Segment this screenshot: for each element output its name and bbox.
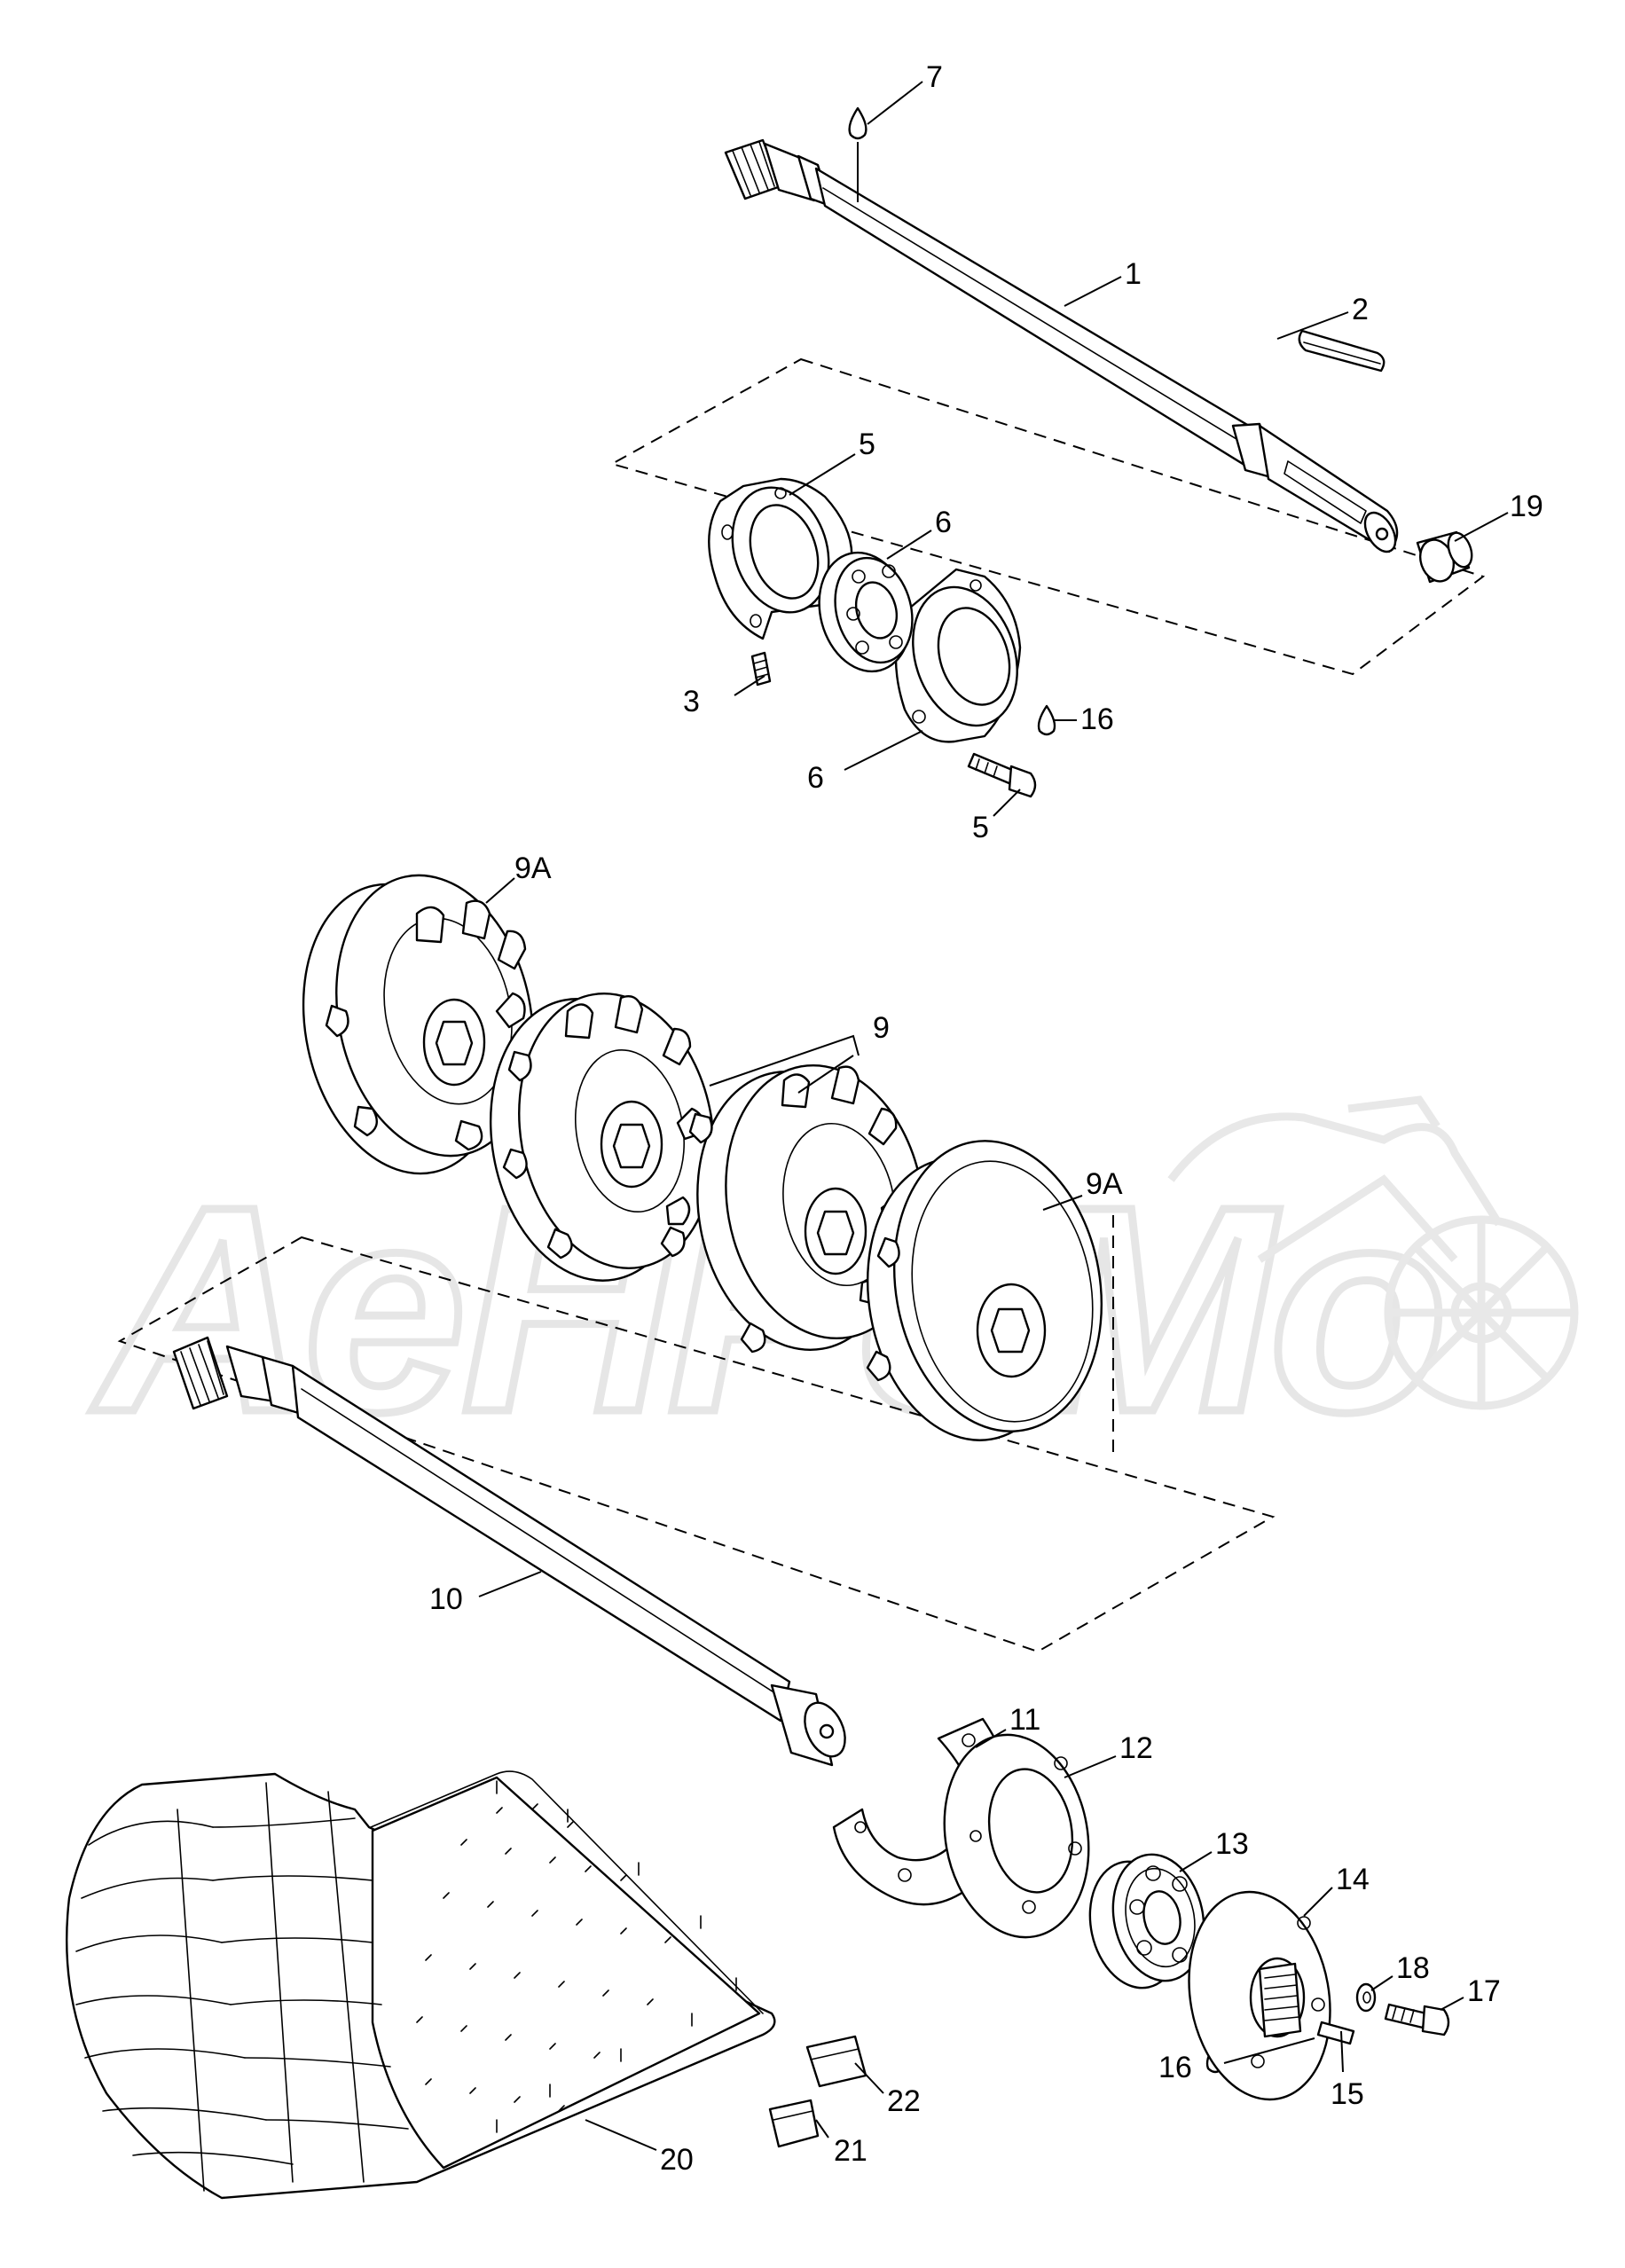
callout-22: 22 bbox=[887, 2084, 921, 2118]
callout-8: 7 bbox=[926, 60, 943, 94]
callout-9a-left: 9A bbox=[514, 851, 552, 885]
callout-6-lower: 6 bbox=[807, 761, 824, 795]
callout-3: 3 bbox=[683, 685, 700, 718]
callout-19: 19 bbox=[1510, 490, 1543, 523]
track bbox=[66, 1770, 776, 2200]
washer bbox=[1355, 1982, 1377, 2013]
callout-9a-right: 9A bbox=[1086, 1167, 1123, 1201]
cotter-pin bbox=[1316, 2021, 1355, 2045]
track-cleats bbox=[75, 1782, 409, 2192]
upper-drive-shaft bbox=[724, 138, 1399, 553]
callout-16-upper: 16 bbox=[1080, 702, 1114, 736]
end-bearing bbox=[1088, 1853, 1205, 1989]
callout-11: 11 bbox=[1009, 1703, 1040, 1737]
callout-labels: 7 1 2 19 5 6 3 6 16 5 9A 9 9A 10 11 12 1… bbox=[429, 60, 1543, 2177]
track-clip-22 bbox=[805, 2035, 867, 2088]
flange-bolt bbox=[967, 752, 1037, 798]
callout-10: 10 bbox=[429, 1582, 463, 1616]
callout-18: 18 bbox=[1396, 1951, 1430, 1985]
track-studs bbox=[416, 1780, 737, 2133]
end-cap-bolt bbox=[1384, 2003, 1450, 2036]
lubricant-drop-icon-8 bbox=[848, 106, 867, 202]
flange-ring bbox=[943, 1733, 1090, 1939]
callout-12: 12 bbox=[1119, 1731, 1153, 1765]
callout-5: 5 bbox=[972, 811, 989, 844]
sprocket-9a-right bbox=[866, 1140, 1103, 1441]
callout-15: 15 bbox=[1331, 2077, 1364, 2111]
bearing-flange-upper bbox=[708, 477, 853, 640]
callout-6-upper: 5 bbox=[859, 428, 875, 461]
bushing bbox=[1416, 530, 1473, 584]
track-clip-21 bbox=[768, 2099, 820, 2148]
callout-17: 17 bbox=[1467, 1974, 1501, 2008]
bearing-flange-lower bbox=[894, 568, 1022, 743]
motorcycle-watermark-icon bbox=[1167, 1095, 1579, 1410]
sprocket-9-left bbox=[489, 993, 715, 1282]
set-screw bbox=[750, 651, 772, 687]
bearing bbox=[818, 551, 914, 673]
callout-14: 14 bbox=[1336, 1863, 1370, 1896]
callout-16-lower: 16 bbox=[1158, 2051, 1192, 2084]
upper-assembly-boundary bbox=[609, 357, 1486, 676]
lower-drive-shaft bbox=[172, 1336, 846, 1767]
callout-21: 21 bbox=[834, 2134, 867, 2168]
shaft-key bbox=[1298, 329, 1386, 373]
callout-13: 13 bbox=[1215, 1827, 1249, 1861]
lubricant-drop-icon-16-upper bbox=[1037, 704, 1056, 736]
callout-7: 6 bbox=[935, 506, 952, 539]
end-cap bbox=[1188, 1890, 1331, 2101]
callout-1: 1 bbox=[1125, 257, 1142, 291]
callout-20: 20 bbox=[660, 2143, 694, 2177]
callout-9: 9 bbox=[873, 1011, 890, 1045]
sprocket-9a-left bbox=[302, 874, 534, 1175]
leader-lines bbox=[478, 81, 1509, 2151]
callout-2: 2 bbox=[1352, 293, 1369, 326]
